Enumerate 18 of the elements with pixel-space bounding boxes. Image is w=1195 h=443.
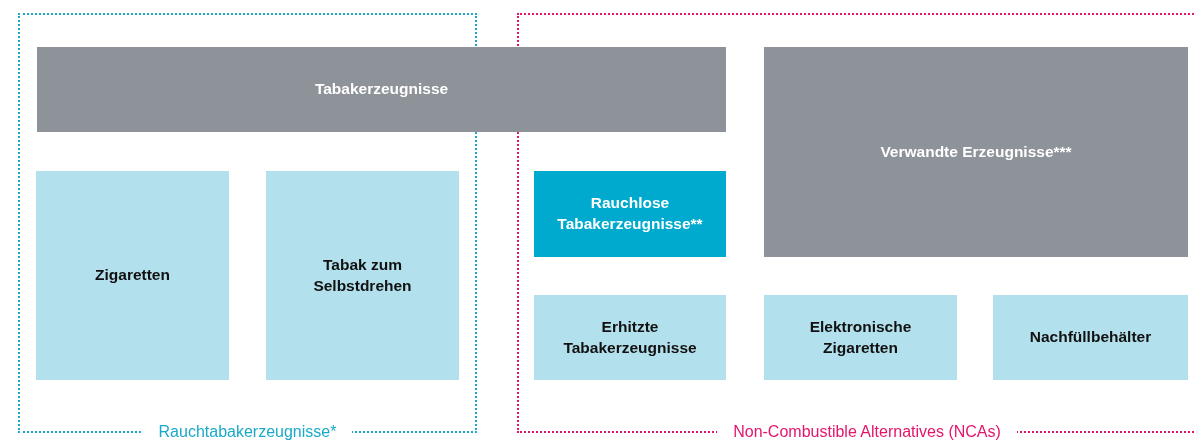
category-box bbox=[37, 47, 726, 132]
box-label: Verwandte Erzeugnisse*** bbox=[879, 141, 1073, 162]
category-box bbox=[764, 47, 1188, 257]
box-label: Elektronische Zigaretten bbox=[808, 316, 913, 358]
box-label: Tabak zum Selbstdrehen bbox=[312, 254, 413, 296]
box-label: Zigaretten bbox=[94, 265, 171, 286]
product-box bbox=[993, 295, 1188, 380]
box-label: Tabakerzeugnisse bbox=[313, 79, 450, 100]
product-box bbox=[764, 295, 957, 380]
product-box bbox=[534, 295, 726, 380]
box-label: Erhitzte Tabakerzeugnisse bbox=[562, 316, 698, 358]
product-box bbox=[266, 171, 459, 380]
box-label: Rauchlose Tabakerzeugnisse** bbox=[556, 193, 704, 234]
product-box bbox=[36, 171, 229, 380]
region-label: Non-Combustible Alternatives (NCAs) bbox=[717, 423, 1017, 440]
box-label: Nachfüllbehälter bbox=[1028, 327, 1153, 348]
region-label: Rauchtabakerzeugnisse* bbox=[142, 423, 353, 440]
category-box bbox=[534, 171, 726, 257]
